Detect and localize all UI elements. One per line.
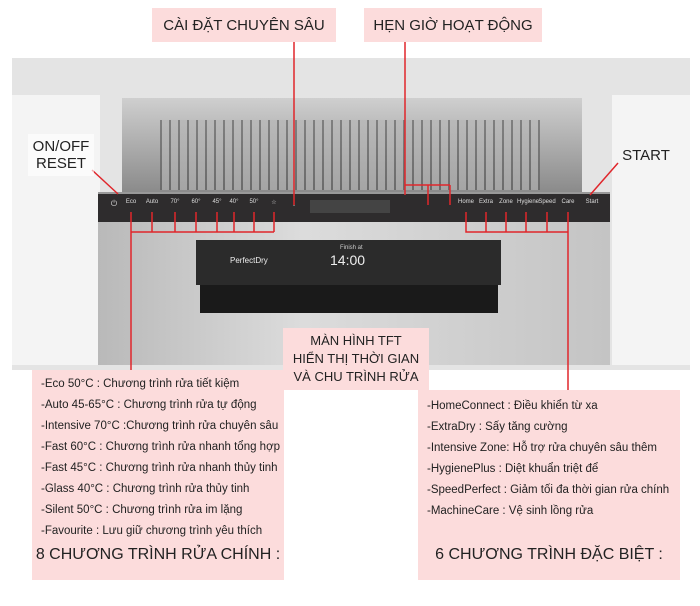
main-program-item: -Fast 45°C : Chương trình rửa nhanh thủy…	[41, 462, 278, 474]
special-program-item: -HygienePlus : Diệt khuẩn triệt để	[427, 463, 599, 475]
main-program-item: -Silent 50°C : Chương trình rửa im lặng	[41, 504, 243, 516]
main-program-item: -Auto 45-65°C : Chương trình rửa tự động	[41, 399, 257, 411]
special-program-item: -HomeConnect : Điều khiển từ xa	[427, 400, 598, 412]
special-program-item: -ExtraDry : Sấy tăng cường	[427, 421, 568, 433]
special-option-button[interactable]: Speed	[538, 199, 556, 205]
tft-caption: Finish at	[340, 245, 363, 251]
special-option-button[interactable]: Extra	[478, 199, 493, 205]
dish-rack	[160, 120, 540, 190]
main-program-item: -Fast 60°C : Chương trình rửa nhanh tổng…	[41, 441, 281, 453]
line-timer	[404, 42, 451, 205]
special-program-item: -MachineCare : Vệ sinh lồng rửa	[427, 505, 594, 517]
special-program-item: -Intensive Zone: Hỗ trợ rửa chuyên sâu t…	[427, 442, 658, 454]
tft-line-3: VÀ CHU TRÌNH RỬA	[293, 369, 419, 384]
tft-time: 14:00	[330, 252, 366, 268]
label-onoff-reset: ON/OFF RESET	[28, 134, 94, 176]
program-button[interactable]: 40°	[229, 199, 239, 205]
door-handle	[200, 285, 498, 313]
special-option-button[interactable]: Zone	[499, 199, 513, 205]
program-button[interactable]: Auto	[145, 199, 159, 205]
line-onoff	[91, 169, 119, 195]
special-option-button[interactable]: Care	[561, 199, 575, 205]
main-program-item: -Intensive 70°C :Chương trình rửa chuyên…	[41, 420, 279, 432]
main-program-item: -Glass 40°C : Chương trình rửa thủy tinh	[41, 483, 250, 495]
label-reset: RESET	[35, 155, 86, 172]
main-programs-heading: 8 CHƯƠNG TRÌNH RỬA CHÍNH :	[35, 546, 281, 563]
door-display-window	[196, 240, 501, 285]
label-start: START	[622, 146, 670, 164]
line-special	[465, 212, 569, 390]
special-option-button[interactable]: Home	[457, 199, 474, 205]
program-button[interactable]: 60°	[191, 199, 201, 205]
special-programs-box: -HomeConnect : Điều khiển từ xa -ExtraDry…	[418, 390, 680, 580]
label-timer: HẸN GIỜ HOẠT ĐỘNG	[364, 8, 542, 42]
tft-line-1: MÀN HÌNH TFT	[310, 333, 402, 348]
program-button[interactable]: ☆	[271, 200, 277, 206]
special-programs-heading: 6 CHƯƠNG TRÌNH ĐẶC BIỆT :	[435, 546, 663, 563]
special-programs-list: -HomeConnect : Điều khiển từ xa -ExtraDry…	[418, 390, 680, 522]
label-tft-screen: MÀN HÌNH TFT HIỂN THỊ THỜI GIAN VÀ CHU T…	[283, 328, 429, 390]
main-program-item: -Favourite : Lưu giữ chương trình yêu th…	[41, 525, 263, 537]
line-start	[589, 162, 619, 196]
brand-text: PerfectDry	[230, 256, 268, 265]
power-icon: ⏻	[110, 199, 118, 208]
main-program-item: -Eco 50°C : Chương trình rửa tiết kiệm	[41, 378, 240, 390]
program-button[interactable]: 50°	[249, 199, 259, 205]
line-main	[130, 212, 275, 370]
special-option-button[interactable]: Hygiene	[517, 199, 540, 205]
power-button[interactable]: ⏻	[105, 199, 123, 209]
start-button-label: Start	[585, 199, 599, 205]
main-programs-box: -Eco 50°C : Chương trình rửa tiết kiệm -A…	[32, 370, 284, 580]
panel-mini-display	[310, 200, 390, 213]
label-advanced-settings: CÀI ĐẶT CHUYÊN SÂU	[152, 8, 336, 42]
program-button[interactable]: Eco	[125, 199, 137, 205]
start-button[interactable]: Start	[583, 199, 601, 205]
tft-line-2: HIỂN THỊ THỜI GIAN	[292, 351, 420, 366]
program-button[interactable]: 45°	[212, 199, 222, 205]
main-programs-list: -Eco 50°C : Chương trình rửa tiết kiệm -A…	[32, 370, 284, 542]
program-button[interactable]: 70°	[170, 199, 180, 205]
cabinet-right	[612, 95, 690, 365]
special-program-item: -SpeedPerfect : Giảm tối đa thời gian rử…	[427, 484, 670, 496]
label-onoff: ON/OFF	[32, 138, 90, 155]
